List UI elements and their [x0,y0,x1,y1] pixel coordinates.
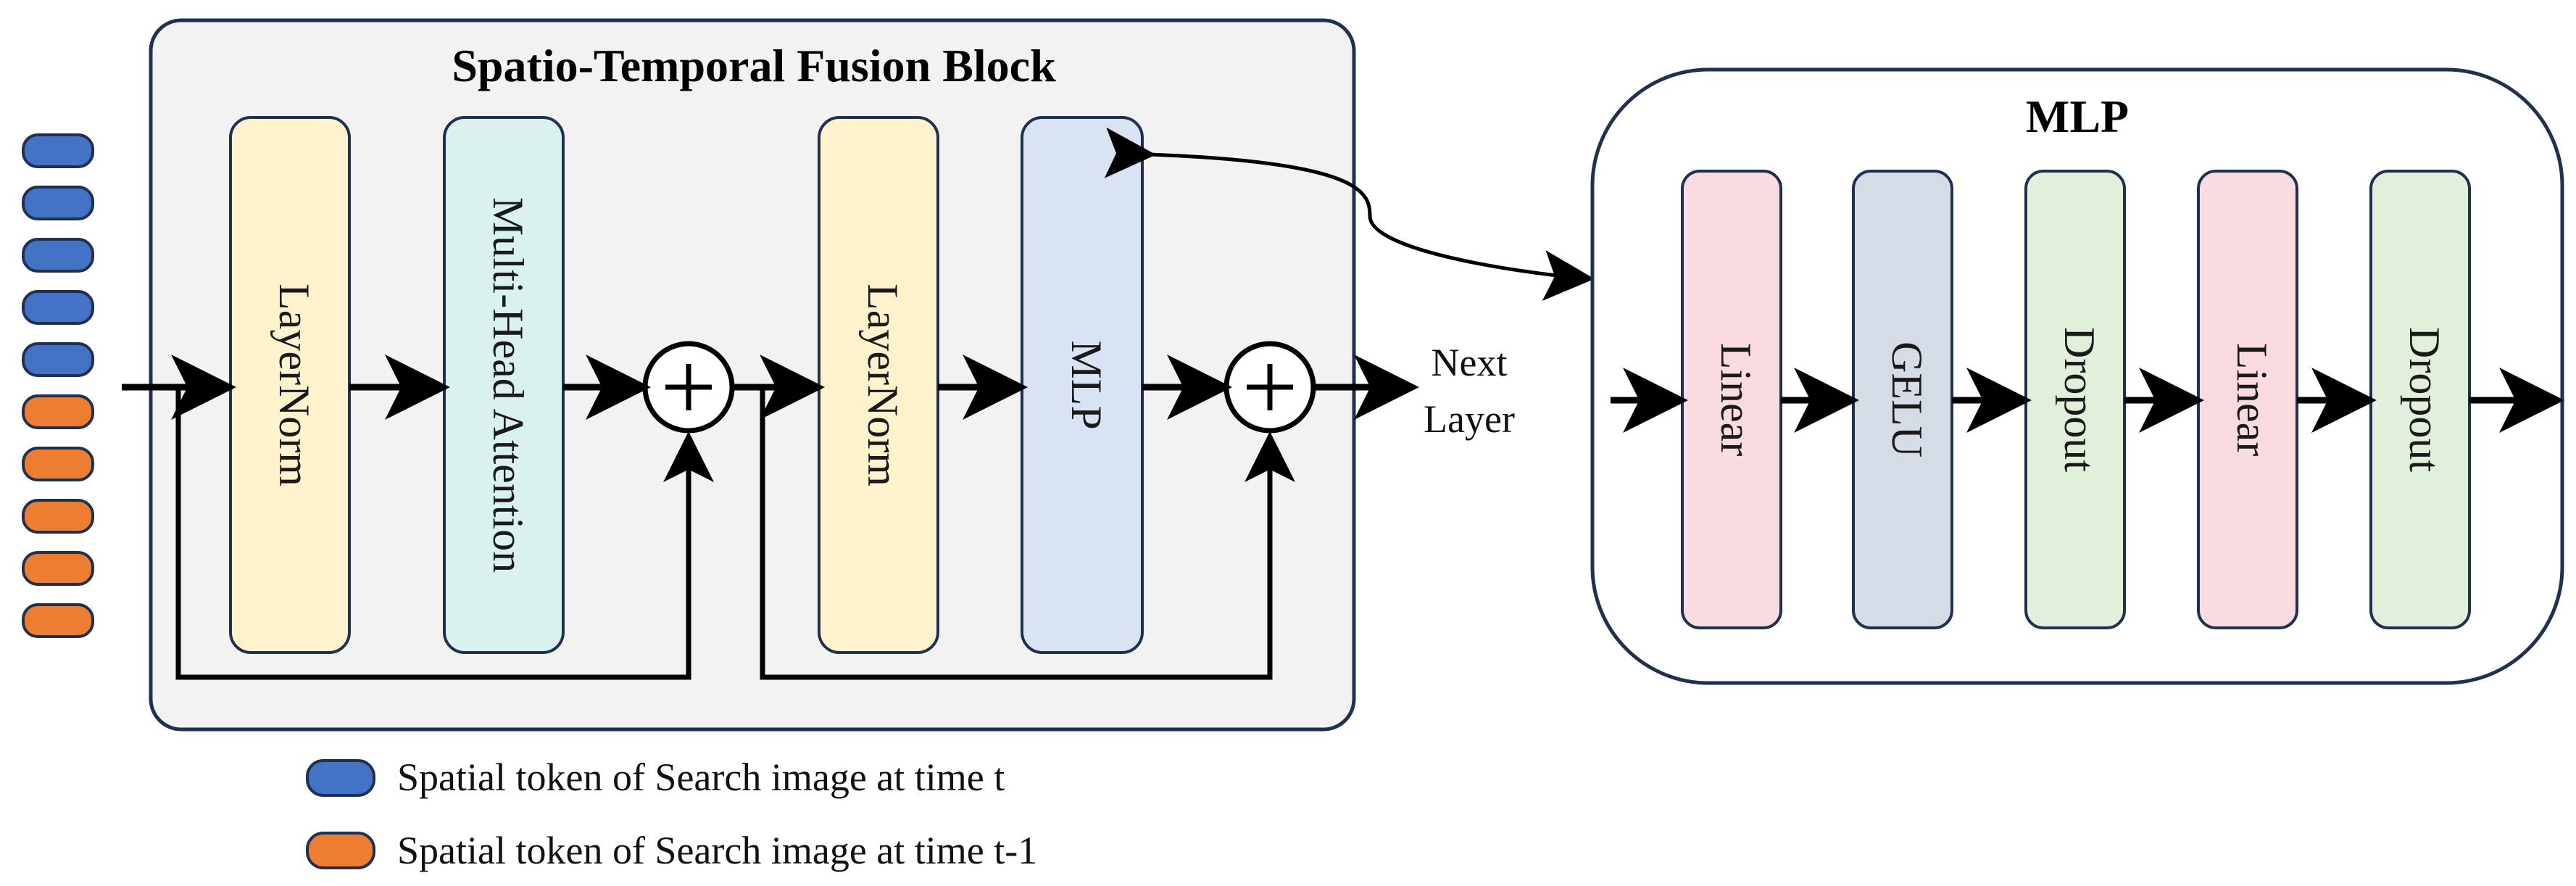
layernorm-label-2: LayerNorm [859,283,907,487]
input-tokens [22,133,94,638]
linear-label-1: Linear [1712,343,1760,457]
blue-token [22,133,94,168]
blue-token [22,290,94,325]
blue-token [22,342,94,377]
residual-2 [760,387,1295,680]
add-node-1 [642,341,735,434]
linear-label-2: Linear [2228,343,2276,457]
attention-label: Multi-Head Attention [484,197,532,573]
orange-token [22,499,94,534]
orange-token [22,551,94,586]
legend-blue-label: Spatial token of Search image at time t [397,755,1005,799]
residual-1 [175,387,714,680]
add-node-2 [1223,341,1316,434]
legend-orange-label: Spatial token of Search image at time t-… [397,829,1037,872]
mlp-label: MLP [1063,340,1110,429]
residual-connections [175,387,1295,680]
blue-token [22,238,94,273]
dropout-label-1: Dropout [2056,327,2103,472]
next-layer-line2: Layer [1424,397,1515,441]
gelu-label: GELU [1883,341,1931,458]
legend-blue-swatch [306,759,375,797]
legend-orange-swatch [306,832,375,869]
orange-token [22,447,94,481]
orange-token [22,603,94,638]
mlp-detail-title: MLP [2026,91,2129,142]
blue-token [22,186,94,220]
layernorm-label-1: LayerNorm [270,283,318,487]
next-layer-line1: Next [1432,341,1508,384]
legend: Spatial token of Search image at time t … [306,755,1037,872]
mlp-detail-link [1104,127,1595,301]
orange-token [22,394,94,429]
fusion-block-title: Spatio-Temporal Fusion Block [452,40,1056,91]
dropout-label-2: Dropout [2401,327,2448,472]
